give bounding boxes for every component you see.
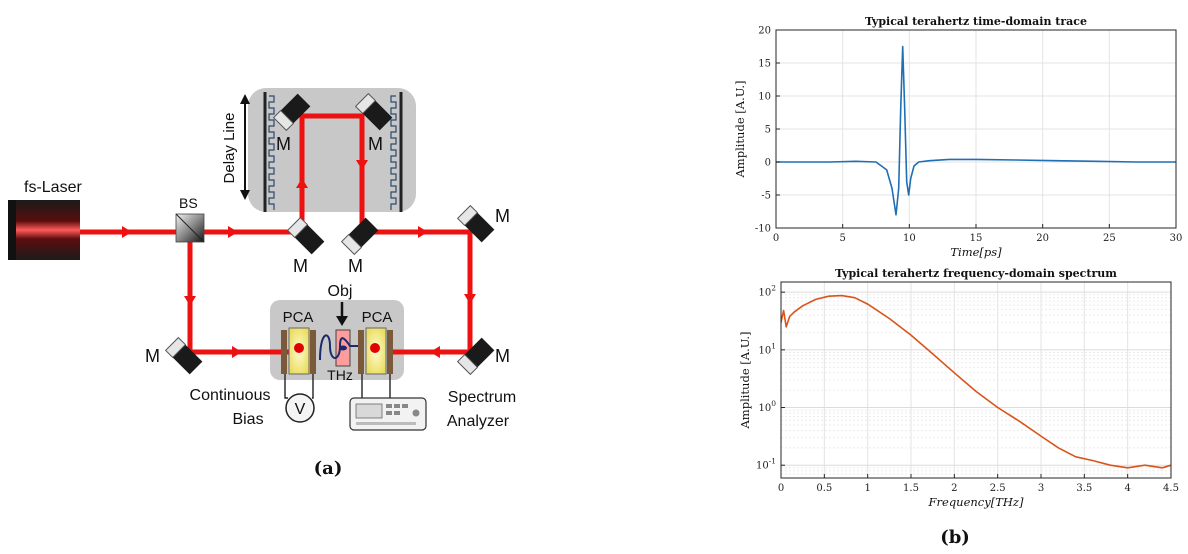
x-tick-label: 2 — [951, 483, 957, 494]
x-tick-label: 20 — [1036, 233, 1049, 244]
y-tick-label: 100 — [758, 399, 776, 414]
pca-emitter: PCA — [281, 309, 316, 375]
pca-emitter-label: PCA — [283, 309, 314, 326]
chart-title: Typical terahertz frequency-domain spect… — [835, 267, 1117, 280]
x-axis-label: Frequency[THz] — [928, 495, 1024, 509]
y-tick-label: -10 — [755, 224, 771, 235]
delay-line-rails — [263, 92, 403, 212]
caption-b: (b) — [940, 527, 970, 548]
delay-line-indicator: Delay Line — [221, 94, 250, 200]
mirror-left-bottom — [165, 337, 203, 375]
x-tick-label: 30 — [1170, 233, 1183, 244]
frequency-domain-plot: 0 0.5 1 1.5 2 2.5 3 3.5 4 4.5 10-1 100 101 102 Typical… — [738, 267, 1179, 509]
spectrum-analyzer — [349, 397, 427, 431]
x-tick-label: 4.5 — [1163, 483, 1179, 494]
laser-label: fs-Laser — [24, 179, 82, 196]
time-domain-plot: 0 5 10 15 20 25 30 -10 -5 0 5 10 15 20 Typical teraher… — [733, 15, 1182, 259]
voltage-source: V — [285, 393, 315, 423]
x-tick-label: 0.5 — [816, 483, 832, 494]
mirror-label: M — [293, 256, 308, 276]
fs-laser: fs-Laser — [8, 179, 82, 260]
mirror-label: M — [145, 346, 160, 366]
mirror-label: M — [495, 346, 510, 366]
y-tick-label: -5 — [761, 191, 771, 202]
x-tick-label: 1.5 — [903, 483, 919, 494]
voltage-symbol: V — [295, 401, 306, 418]
y-axis-label: Amplitude [A.U.] — [733, 80, 747, 178]
analyzer-label-line1: Spectrum — [448, 389, 516, 406]
analyzer-label-line2: Analyzer — [447, 413, 510, 430]
x-tick-label: 25 — [1103, 233, 1116, 244]
y-tick-label: 15 — [758, 59, 771, 70]
beam-splitter: BS — [175, 195, 205, 243]
x-tick-label: 2.5 — [990, 483, 1006, 494]
y-tick-label: 20 — [758, 26, 771, 37]
setup-diagram: fs-Laser BS M M M M M M M Delay Line — [8, 88, 516, 479]
object-label: Obj — [328, 283, 353, 300]
thz-label: THz — [327, 367, 353, 383]
mirror-right-bottom — [457, 337, 495, 375]
y-tick-label: 102 — [758, 284, 776, 299]
y-tick-label: 0 — [765, 158, 771, 169]
x-tick-label: 1 — [864, 483, 870, 494]
pca-detector: PCA — [358, 309, 393, 375]
plot-area — [781, 282, 1171, 478]
y-tick-label: 10 — [758, 92, 771, 103]
axes-frame — [780, 281, 1172, 479]
y-tick-label: 101 — [758, 341, 776, 356]
x-tick-label: 0 — [778, 483, 784, 494]
mirror-label: M — [368, 134, 383, 154]
y-tick-label: 5 — [765, 125, 771, 136]
delay-line-label: Delay Line — [221, 113, 238, 184]
y-tick-label: 10-1 — [756, 457, 776, 472]
mirror-bottom-left — [287, 217, 325, 255]
chart-title: Typical terahertz time-domain trace — [865, 15, 1087, 28]
bias-label-line1: Continuous — [190, 387, 271, 404]
analyzer-wires — [361, 374, 391, 398]
mirror-label: M — [495, 206, 510, 226]
x-tick-label: 4 — [1124, 483, 1130, 494]
y-axis-label: Amplitude [A.U.] — [738, 331, 752, 429]
pca-detector-label: PCA — [362, 309, 393, 326]
x-tick-label: 15 — [970, 233, 983, 244]
x-tick-label: 5 — [839, 233, 845, 244]
mirror-label: M — [276, 134, 291, 154]
x-axis-label: Time[ps] — [950, 245, 1002, 259]
mirror-label: M — [348, 256, 363, 276]
caption-a: (a) — [314, 458, 343, 479]
x-tick-label: 10 — [903, 233, 916, 244]
mirror-right-top — [457, 205, 495, 243]
beam-direction-arrows — [122, 160, 476, 358]
object-indicator: Obj — [328, 283, 353, 326]
beam-splitter-label: BS — [179, 195, 198, 211]
series-line — [776, 45, 1176, 216]
x-tick-label: 0 — [773, 233, 779, 244]
x-tick-label: 3 — [1038, 483, 1044, 494]
thz-sample: THz — [319, 329, 358, 383]
bias-circuit — [284, 374, 314, 399]
x-tick-label: 3.5 — [1076, 483, 1092, 494]
series-line — [780, 294, 1172, 469]
bias-label-line2: Bias — [232, 411, 263, 428]
